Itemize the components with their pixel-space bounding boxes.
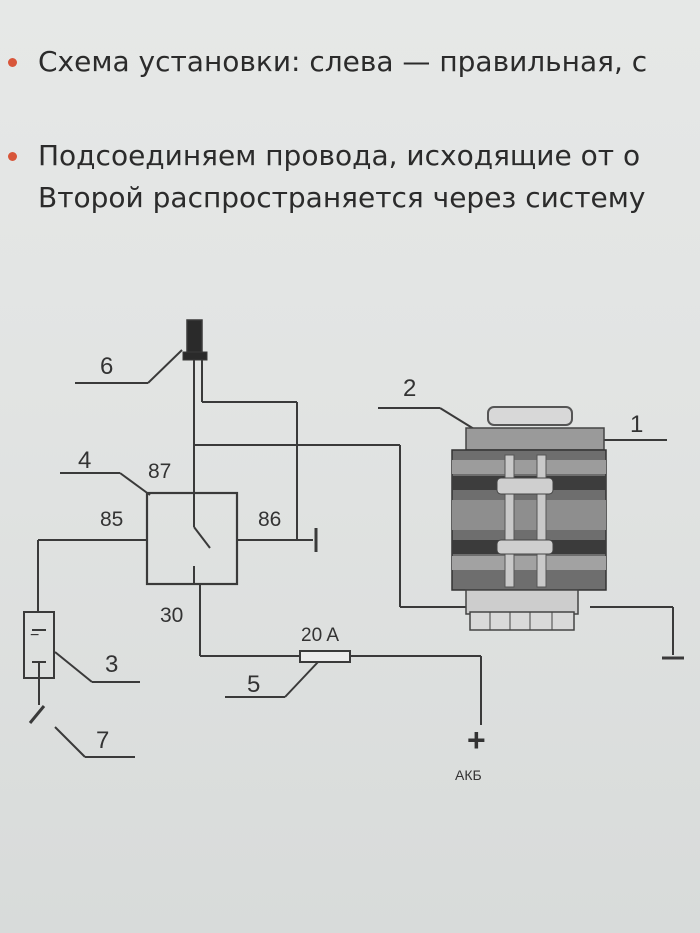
relay-box xyxy=(145,491,239,586)
pump-assembly xyxy=(451,406,607,631)
bullet-dot-icon xyxy=(8,58,17,67)
label-4: 4 xyxy=(78,447,91,474)
label-2: 2 xyxy=(403,375,416,402)
label-3: 3 xyxy=(105,651,118,678)
pin-85-label: 85 xyxy=(100,508,123,531)
label-7: 7 xyxy=(96,727,109,754)
label-1: 1 xyxy=(630,411,643,438)
pin-87-label: 87 xyxy=(148,460,171,483)
relay-switch-blade xyxy=(193,526,211,549)
fuse-5 xyxy=(299,650,351,663)
bullet-text-line2: Второй распространяется через систему xyxy=(38,181,646,214)
bullet-text: Подсоединяем провода, исходящие от о xyxy=(38,139,641,172)
battery-label: АКБ xyxy=(455,767,482,783)
label-5: 5 xyxy=(247,671,260,698)
ground-7 xyxy=(28,705,46,724)
pin-86-label: 86 xyxy=(258,508,281,531)
label-6: 6 xyxy=(100,353,113,380)
fuse-label: 20 A xyxy=(301,625,339,646)
switch-minus-label: − xyxy=(30,627,39,644)
pin-30-label: 30 xyxy=(160,604,183,627)
bullet-text: Схема установки: слева — правильная, с xyxy=(38,45,648,78)
battery-plus-label: + xyxy=(467,722,486,758)
bullet-dot-icon xyxy=(8,152,17,161)
